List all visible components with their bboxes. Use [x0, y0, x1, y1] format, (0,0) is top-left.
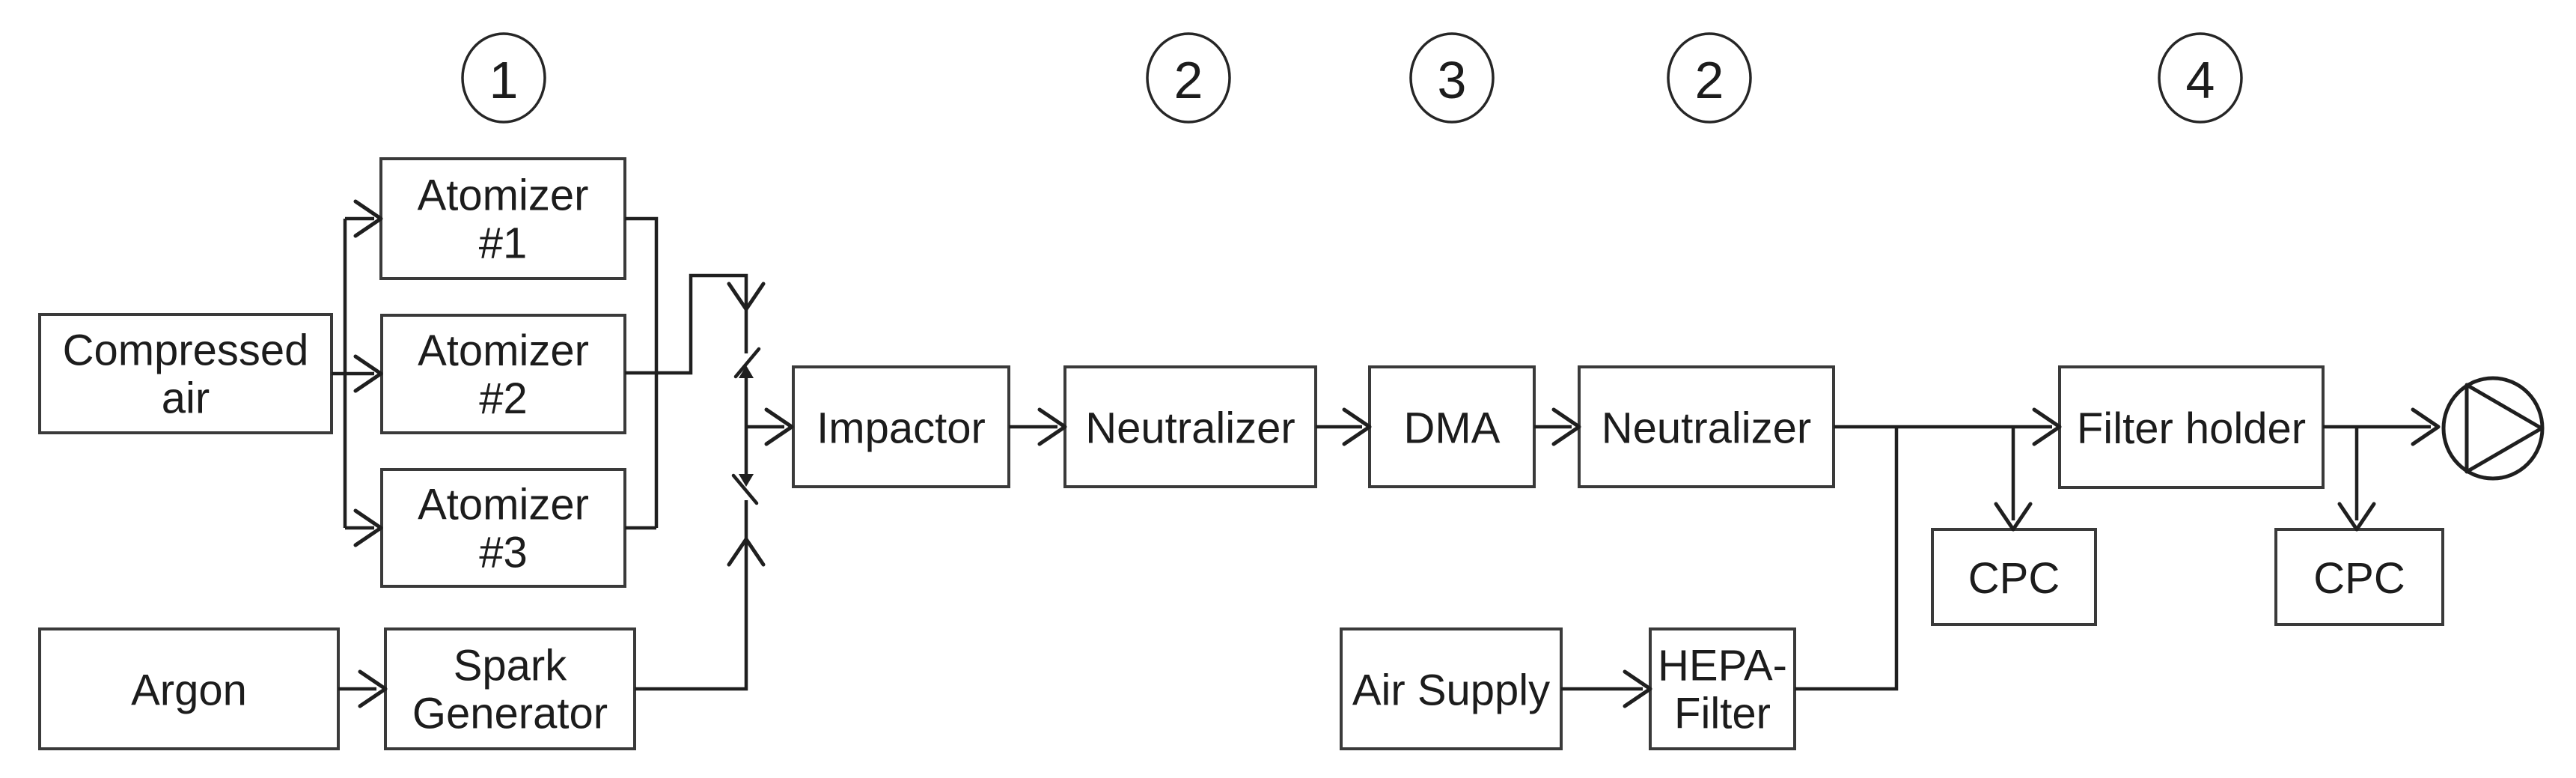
diagram-node: CPC: [2274, 528, 2444, 626]
node-label: Atomizer: [418, 326, 589, 375]
node-label: Neutralizer: [1602, 404, 1811, 453]
node-box: [1649, 627, 1796, 750]
diagram-node: HEPA-Filter: [1649, 627, 1796, 750]
diagram-node: Atomizer#1: [379, 157, 626, 280]
node-box: [38, 627, 340, 750]
stage-marker-circle-icon: [2158, 32, 2243, 124]
stage-marker-4: 2: [1667, 32, 1752, 124]
node-label: Filter holder: [2077, 404, 2306, 453]
node-label: Air Supply: [1352, 666, 1550, 715]
node-box: [2058, 365, 2325, 489]
diagram-node: CPC: [1931, 528, 2097, 626]
arrowhead-icon: [353, 199, 383, 238]
node-box: [380, 314, 626, 434]
node-label: Compressed: [63, 326, 309, 375]
diagram-node: Impactor: [792, 365, 1010, 488]
valve-switch-icon: [733, 347, 761, 379]
node-label: #2: [479, 374, 528, 423]
arrowhead-icon: [353, 508, 383, 547]
stage-marker-2: 2: [1146, 32, 1231, 124]
node-label: DMA: [1404, 404, 1501, 453]
diagram-node: Neutralizer: [1063, 365, 1317, 488]
diagram-node: Filter holder: [2058, 365, 2325, 489]
node-label: Impactor: [817, 404, 986, 453]
stage-marker-circle-icon: [1667, 32, 1752, 124]
node-box: [792, 365, 1010, 488]
arrowhead-icon: [2411, 407, 2441, 446]
arrowhead-icon: [1994, 502, 2033, 532]
node-label: Argon: [131, 666, 247, 715]
arrowhead-icon: [1623, 669, 1652, 708]
arrowhead-icon: [727, 537, 766, 567]
arrowhead-icon: [727, 282, 766, 311]
arrowhead-icon: [1037, 407, 1067, 446]
stage-marker-label: 2: [1695, 51, 1724, 109]
arrowhead-icon: [358, 669, 388, 708]
node-label: Generator: [412, 690, 608, 738]
node-label: #3: [479, 529, 528, 577]
node-label: CPC: [2313, 554, 2405, 603]
node-label: #1: [479, 219, 528, 268]
diagram-node: Atomizer#3: [380, 468, 626, 588]
flow-line: [1795, 427, 1899, 691]
node-box: [38, 313, 333, 434]
stage-marker-label: 4: [2186, 51, 2215, 109]
node-box: [1578, 365, 1835, 488]
node-label: Spark: [454, 642, 568, 690]
node-label: Atomizer: [418, 171, 589, 220]
flow-line: [625, 216, 659, 528]
node-label: Neutralizer: [1085, 404, 1295, 453]
stage-marker-5: 4: [2158, 32, 2243, 124]
arrowhead-icon: [1551, 407, 1581, 446]
flow-line: [635, 500, 748, 691]
arrowhead-icon: [764, 407, 794, 446]
valve-contact-icon: [739, 365, 754, 378]
valve-contact-icon: [739, 474, 754, 487]
arrowhead-icon: [353, 354, 383, 393]
pump-triangle: [2464, 383, 2544, 474]
node-box: [379, 157, 626, 280]
node-box: [1931, 528, 2097, 626]
diagram-node: Argon: [38, 627, 340, 750]
flow-line: [625, 273, 748, 375]
diagram-node: Atomizer#2: [380, 314, 626, 434]
stage-marker-label: 1: [489, 51, 519, 109]
diagram-node: DMA: [1368, 365, 1536, 488]
stage-marker-circle-icon: [1146, 32, 1231, 124]
diagram-node: Neutralizer: [1578, 365, 1835, 488]
arrowhead-icon: [2337, 502, 2376, 532]
node-label: Atomizer: [418, 481, 589, 529]
node-box: [2274, 528, 2444, 626]
stage-marker-circle-icon: [461, 32, 546, 124]
diagram-node: Air Supply: [1340, 627, 1563, 750]
stage-marker-circle-icon: [1409, 32, 1495, 124]
node-label: air: [162, 374, 210, 423]
stage-marker-label: 3: [1438, 51, 1467, 109]
pump-circle: [2441, 376, 2545, 481]
node-label: CPC: [1968, 554, 2060, 603]
stage-marker-label: 2: [1174, 51, 1203, 109]
node-label: HEPA-: [1658, 642, 1787, 690]
arrowhead-icon: [1342, 407, 1372, 446]
arrowhead-icon: [2032, 407, 2062, 446]
node-label: Filter: [1674, 690, 1771, 738]
stage-marker-1: 1: [461, 32, 546, 124]
stage-marker-3: 3: [1409, 32, 1495, 124]
pump-icon: [2441, 376, 2545, 481]
valve-switch-icon: [731, 473, 759, 505]
